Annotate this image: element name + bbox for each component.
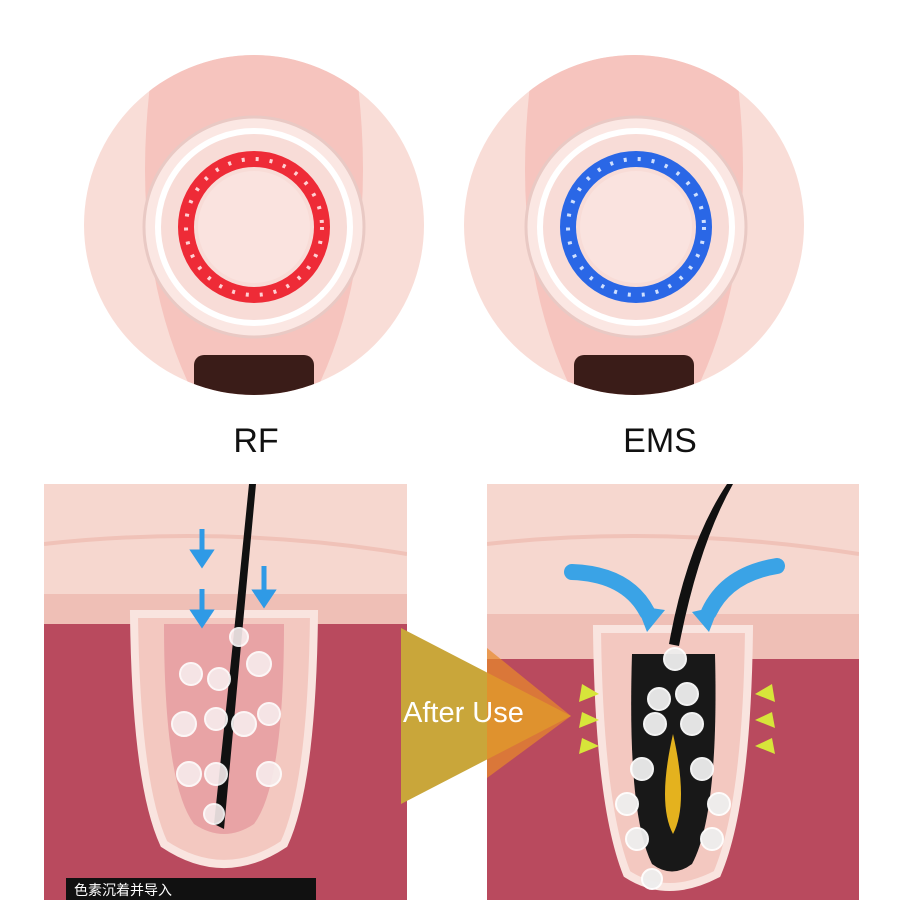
before-skin-illustration: 色素沉着并导入 [44, 484, 407, 900]
ems-label: EMS [623, 422, 697, 460]
after-use-arrow [401, 628, 571, 804]
ems-device-image [464, 55, 804, 395]
before-caption: 色素沉着并导入 [74, 883, 172, 899]
after-skin-illustration [487, 484, 859, 900]
arrow-shape [401, 628, 571, 804]
after-use-label: After Use [403, 697, 524, 729]
rf-device-image [84, 55, 424, 395]
rf-label: RF [233, 422, 279, 460]
